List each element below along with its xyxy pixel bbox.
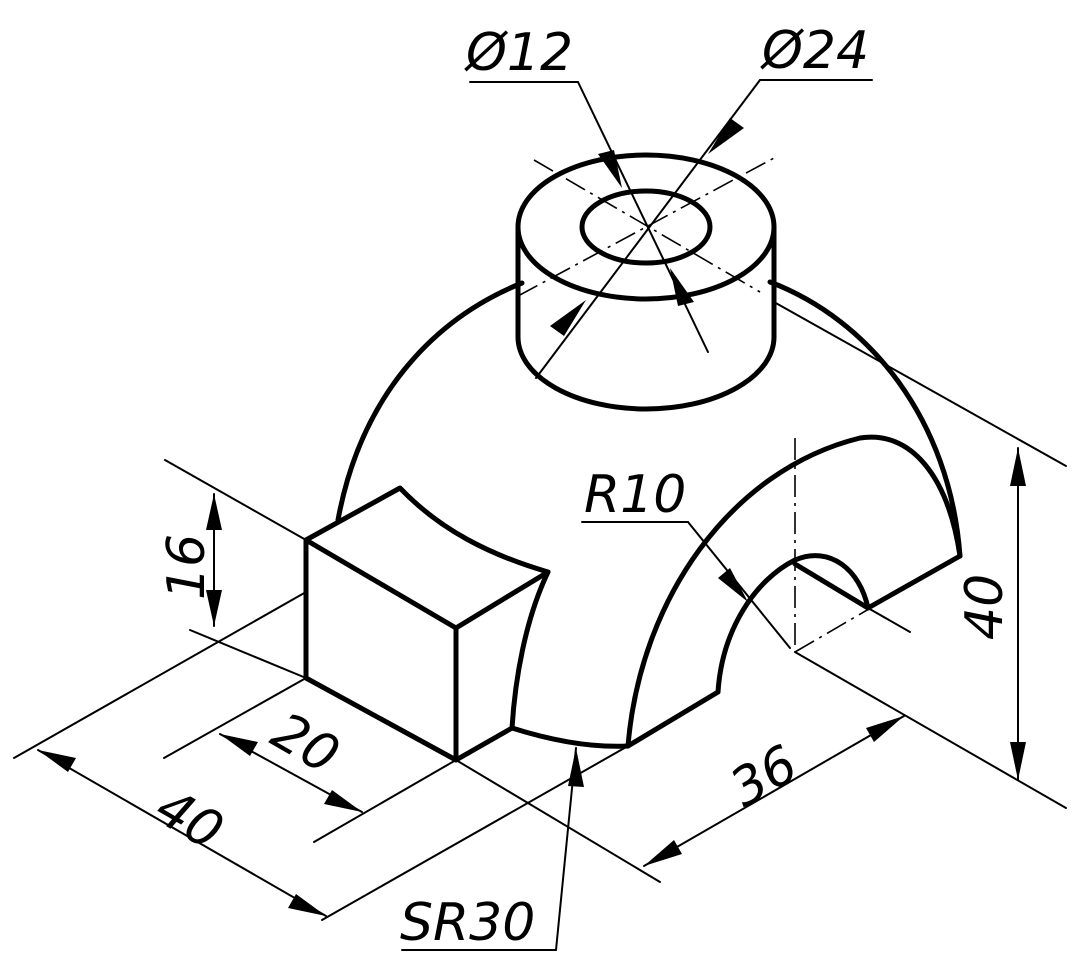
- dimension-labels: Ø12 Ø24 R10 16 40 20 40 36 SR30: [146, 21, 1016, 953]
- h16-ext-top: [164, 459, 307, 541]
- h16-arrow-bottom: [206, 590, 222, 626]
- arch-axis-centerline: [794, 587, 906, 653]
- phi12-arrow-bottom: [670, 268, 694, 306]
- hole-inner-curve: [715, 553, 871, 695]
- phi12-leader: [577, 81, 709, 353]
- w20-arrow-left: [220, 734, 258, 756]
- phi24-arrow-bottom: [550, 300, 586, 336]
- label-phi12: Ø12: [464, 23, 573, 83]
- dimension-lines: [13, 79, 1067, 951]
- label-height-40: 40: [955, 574, 1015, 640]
- h40-ext-top: [773, 301, 1067, 467]
- dome-left-outline: [335, 280, 525, 523]
- block-side-edge: [453, 569, 551, 763]
- w40-arrow-right: [288, 894, 326, 916]
- part-outline: [303, 152, 963, 763]
- phi12-arrow-top: [598, 150, 622, 188]
- r10-arrow: [718, 568, 748, 602]
- w20-ext-left: [163, 677, 307, 759]
- block-top-face: [303, 485, 551, 631]
- w40-arrow-left: [38, 750, 76, 772]
- d36-dim-line: [643, 715, 905, 867]
- d36-ext-right: [867, 607, 911, 633]
- hole-top-edge: [792, 561, 871, 611]
- d36-arrow-left: [644, 840, 682, 866]
- arrowheads: [38, 118, 1026, 916]
- label-width-20: 20: [262, 701, 349, 786]
- w40-ext-left: [13, 591, 307, 759]
- label-base-40: 40: [146, 777, 233, 862]
- phi24-leader: [535, 79, 761, 379]
- arch-outer-curve: [625, 434, 963, 749]
- h16-arrow-top: [206, 494, 222, 530]
- dome-right-outline: [767, 279, 963, 559]
- h40-arrow-top: [1010, 448, 1026, 486]
- label-depth-36: 36: [721, 734, 808, 819]
- sr30-arrow: [568, 748, 584, 787]
- w20-arrow-right: [324, 790, 362, 812]
- cylinder-centerline-b: [517, 157, 775, 297]
- h40-ext-bottom: [794, 651, 1067, 809]
- d36-arrow-right: [866, 716, 904, 742]
- arch-base-edge: [625, 689, 721, 749]
- h16-ext-bottom: [189, 629, 307, 679]
- sphere-front-edge: [509, 725, 631, 749]
- w20-ext-right: [313, 759, 457, 843]
- cylinder-bottom-arc: [515, 334, 777, 412]
- label-sr30: SR30: [400, 893, 535, 953]
- cylinder-bore-ellipse: [579, 188, 713, 266]
- base-front-line: [455, 759, 661, 883]
- label-height-16: 16: [157, 534, 217, 600]
- arch-right-edge: [865, 553, 963, 611]
- phi24-arrow-top: [708, 118, 744, 154]
- h40-arrow-bottom: [1010, 742, 1026, 780]
- label-r10: R10: [584, 465, 686, 525]
- label-phi24: Ø24: [760, 21, 869, 81]
- w40-dim-line: [37, 749, 327, 917]
